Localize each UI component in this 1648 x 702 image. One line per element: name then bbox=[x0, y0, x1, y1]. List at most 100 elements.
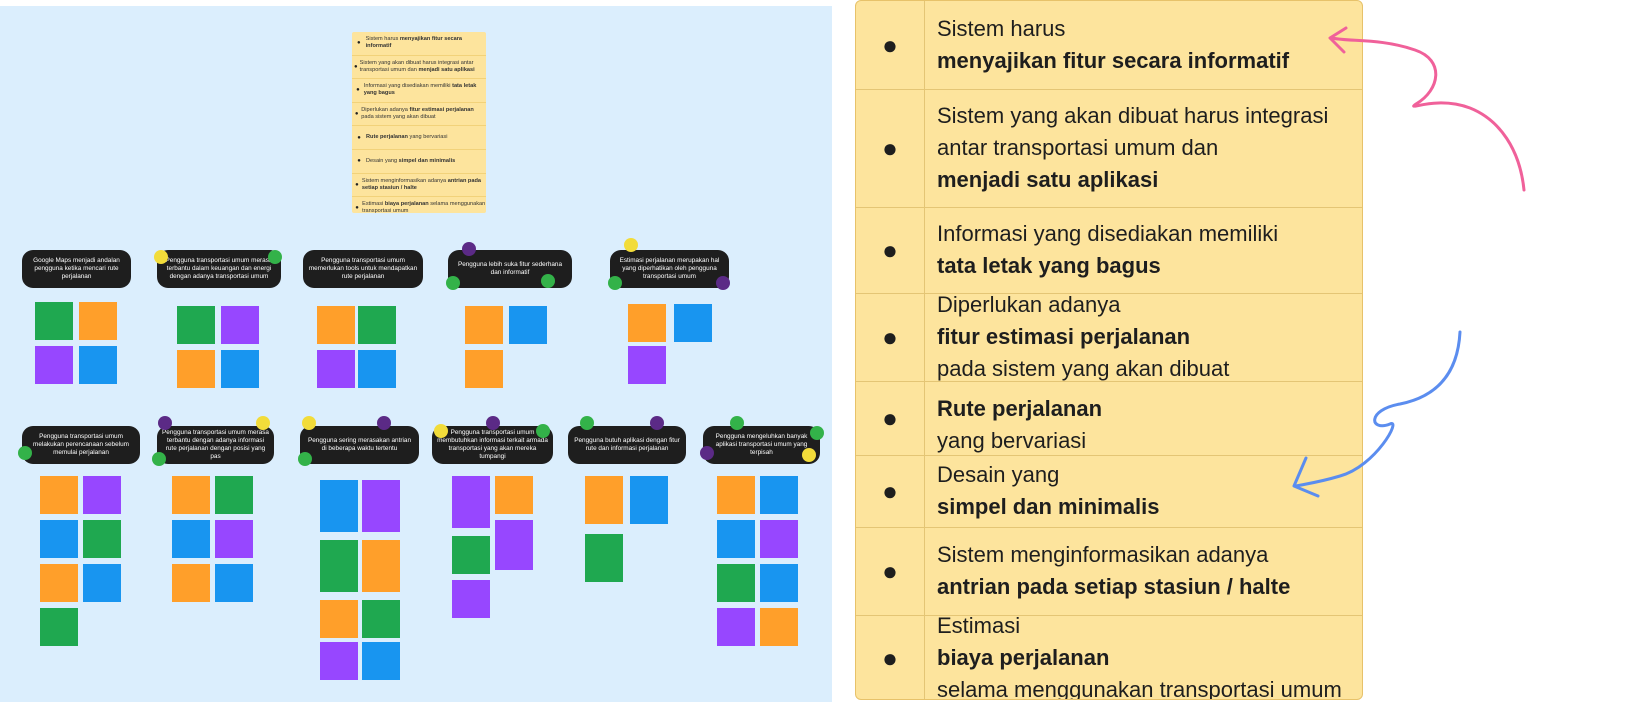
sticky-note[interactable] bbox=[320, 540, 358, 592]
sticky-note[interactable] bbox=[362, 480, 400, 532]
sticky-note[interactable] bbox=[317, 306, 355, 344]
sticker-icon bbox=[18, 446, 32, 460]
sticky-note[interactable] bbox=[760, 520, 798, 558]
sticker-icon bbox=[486, 416, 500, 430]
cluster-header[interactable]: Estimasi perjalanan merupakan hal yang d… bbox=[610, 250, 729, 288]
sticker-icon bbox=[716, 276, 730, 290]
sticky-note[interactable] bbox=[320, 480, 358, 532]
sticker-icon bbox=[730, 416, 744, 430]
sticky-note[interactable] bbox=[717, 476, 755, 514]
sticky-note[interactable] bbox=[465, 350, 503, 388]
sticker-icon bbox=[462, 242, 476, 256]
sticky-note[interactable] bbox=[452, 580, 490, 618]
requirement-text: Desain yang simpel dan minimalis bbox=[937, 462, 1160, 519]
mini-item: ●Diperlukan adanya fitur estimasi perjal… bbox=[352, 103, 486, 127]
sticky-note[interactable] bbox=[717, 608, 755, 646]
sticker-icon bbox=[608, 276, 622, 290]
sticky-note[interactable] bbox=[628, 304, 666, 342]
sticky-note[interactable] bbox=[79, 346, 117, 384]
sticky-note[interactable] bbox=[630, 476, 668, 524]
sticker-icon bbox=[446, 276, 460, 290]
mini-item: ●Sistem yang akan dibuat harus integrasi… bbox=[352, 56, 486, 80]
sticker-icon bbox=[256, 416, 270, 430]
sticky-note[interactable] bbox=[177, 306, 215, 344]
sticky-note[interactable] bbox=[215, 476, 253, 514]
sticky-note[interactable] bbox=[760, 476, 798, 514]
sticky-note[interactable] bbox=[509, 306, 547, 344]
sticky-note[interactable] bbox=[172, 520, 210, 558]
sticky-note[interactable] bbox=[320, 600, 358, 638]
cluster-header[interactable]: Google Maps menjadi andalan pengguna ket… bbox=[22, 250, 131, 288]
mini-item-text: Sistem yang akan dibuat harus integrasi … bbox=[359, 59, 475, 73]
sticky-note[interactable] bbox=[628, 346, 666, 384]
sticky-note[interactable] bbox=[760, 564, 798, 602]
bullet-icon: ● bbox=[856, 1, 925, 89]
sticky-note[interactable] bbox=[495, 520, 533, 570]
requirement-item: ● Sistem menginformasikan adanya antrian… bbox=[856, 527, 1362, 616]
mini-item-text: Informasi yang disediakan memiliki tata … bbox=[363, 83, 477, 97]
sticky-note[interactable] bbox=[717, 520, 755, 558]
requirements-list: ● Sistem harus menyajikan fitur secara i… bbox=[855, 0, 1363, 700]
sticky-note[interactable] bbox=[35, 346, 73, 384]
sticky-note[interactable] bbox=[465, 306, 503, 344]
mini-item: ●Rute perjalanan yang bervariasi bbox=[352, 126, 486, 150]
bullet-icon: ● bbox=[856, 455, 925, 527]
sticky-note[interactable] bbox=[362, 540, 400, 592]
sticky-note[interactable] bbox=[83, 476, 121, 514]
sticky-note[interactable] bbox=[221, 306, 259, 344]
mini-item-text: Estimasi biaya perjalanan selama menggun… bbox=[362, 201, 486, 215]
sticky-note[interactable] bbox=[40, 476, 78, 514]
sticker-icon bbox=[154, 250, 168, 264]
cluster-header[interactable]: Pengguna transportasi umum merasa terban… bbox=[157, 250, 281, 288]
sticky-note[interactable] bbox=[317, 350, 355, 388]
sticky-note[interactable] bbox=[362, 642, 400, 680]
sticky-note[interactable] bbox=[585, 476, 623, 524]
cluster-header[interactable]: Pengguna transportasi umum merasa terban… bbox=[157, 426, 274, 464]
mini-item: ●Informasi yang disediakan memiliki tata… bbox=[352, 79, 486, 103]
sticker-icon bbox=[377, 416, 391, 430]
requirement-text: Estimasi biaya perjalanan selama menggun… bbox=[937, 613, 1342, 700]
mini-item: ●Estimasi biaya perjalanan selama menggu… bbox=[355, 201, 486, 215]
sticky-note[interactable] bbox=[177, 350, 215, 388]
cluster-header[interactable]: Pengguna transportasi umum melakukan per… bbox=[22, 426, 140, 464]
sticky-note[interactable] bbox=[674, 304, 712, 342]
cluster-header[interactable]: Pengguna sering merasakan antrian di beb… bbox=[300, 426, 419, 464]
sticky-note[interactable] bbox=[585, 534, 623, 582]
sticky-note[interactable] bbox=[358, 306, 396, 344]
sticky-note[interactable] bbox=[215, 520, 253, 558]
requirement-item: ● Rute perjalanan yang bervariasi bbox=[856, 381, 1362, 456]
cluster-header[interactable]: Pengguna mengeluhkan banyak aplikasi tra… bbox=[703, 426, 820, 464]
sticky-note[interactable] bbox=[320, 642, 358, 680]
sticky-note[interactable] bbox=[83, 564, 121, 602]
sticky-note[interactable] bbox=[40, 564, 78, 602]
sticky-note[interactable] bbox=[362, 600, 400, 638]
requirement-text: Sistem menginformasikan adanya antrian p… bbox=[937, 542, 1291, 599]
sticky-note[interactable] bbox=[358, 350, 396, 388]
affinity-board: ●Sistem harus menyajikan fitur secara in… bbox=[0, 6, 832, 702]
cluster-header[interactable]: Pengguna butuh aplikasi dengan fitur rut… bbox=[568, 426, 686, 464]
sticky-note[interactable] bbox=[40, 608, 78, 646]
sticky-note[interactable] bbox=[172, 564, 210, 602]
cluster-header[interactable]: Pengguna transportasi umum memerlukan to… bbox=[303, 250, 423, 288]
sticky-note[interactable] bbox=[83, 520, 121, 558]
sticky-note[interactable] bbox=[215, 564, 253, 602]
requirement-item: ● Sistem yang akan dibuat harus integras… bbox=[856, 89, 1362, 208]
mini-item-text: Rute perjalanan yang bervariasi bbox=[366, 134, 448, 141]
sticky-note[interactable] bbox=[452, 476, 490, 528]
cluster-header[interactable]: Pengguna transportasi umum membutuhkan i… bbox=[432, 426, 553, 464]
requirement-item: ● Estimasi biaya perjalanan selama mengg… bbox=[856, 613, 1362, 700]
sticky-note[interactable] bbox=[452, 536, 490, 574]
sticky-note[interactable] bbox=[717, 564, 755, 602]
cluster-header[interactable]: Pengguna lebih suka fitur sederhana dan … bbox=[448, 250, 572, 288]
sticky-note[interactable] bbox=[221, 350, 259, 388]
mini-item-text: Sistem harus menyajikan fitur secara inf… bbox=[365, 36, 463, 50]
sticker-icon bbox=[802, 448, 816, 462]
requirement-item: ● Desain yang simpel dan minimalis bbox=[856, 455, 1362, 528]
sticky-note[interactable] bbox=[495, 476, 533, 514]
sticky-note[interactable] bbox=[35, 302, 73, 340]
bullet-icon: ● bbox=[856, 89, 925, 207]
sticky-note[interactable] bbox=[79, 302, 117, 340]
sticky-note[interactable] bbox=[40, 520, 78, 558]
sticky-note[interactable] bbox=[760, 608, 798, 646]
sticky-note[interactable] bbox=[172, 476, 210, 514]
